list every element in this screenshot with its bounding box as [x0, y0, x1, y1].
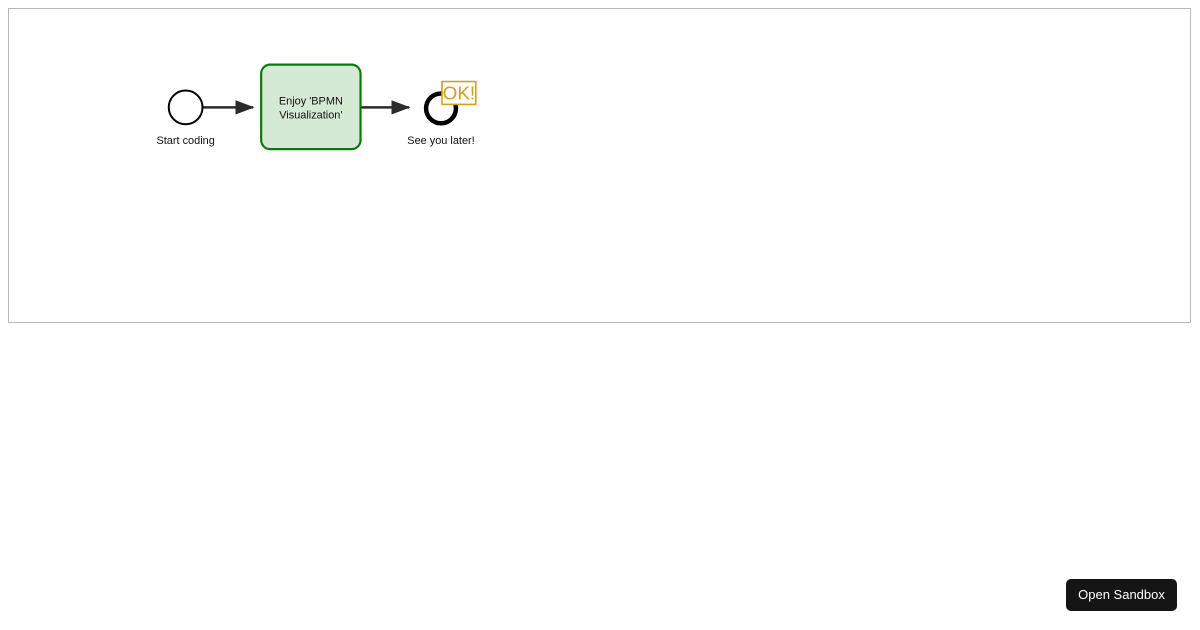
end-event-label: See you later! [407, 135, 474, 147]
overlay-badge-label: OK! [443, 82, 476, 103]
task-label-line-2: Visualization' [279, 109, 342, 121]
bpmn-diagram-canvas[interactable]: Start coding Enjoy 'BPMN Visualization' … [8, 8, 1191, 323]
task-label-line-1: Enjoy 'BPMN [279, 95, 343, 107]
overlay-badge-box [441, 80, 477, 106]
bpmn-task[interactable]: Enjoy 'BPMN Visualization' [260, 63, 362, 151]
task-rect [260, 63, 362, 151]
open-sandbox-button[interactable]: Open Sandbox [1066, 579, 1177, 611]
end-event-ok-overlay[interactable]: OK! [441, 80, 477, 106]
bpmn-start-event[interactable]: Start coding [156, 89, 215, 147]
start-event-circle [167, 89, 204, 126]
start-event-label: Start coding [156, 135, 214, 147]
